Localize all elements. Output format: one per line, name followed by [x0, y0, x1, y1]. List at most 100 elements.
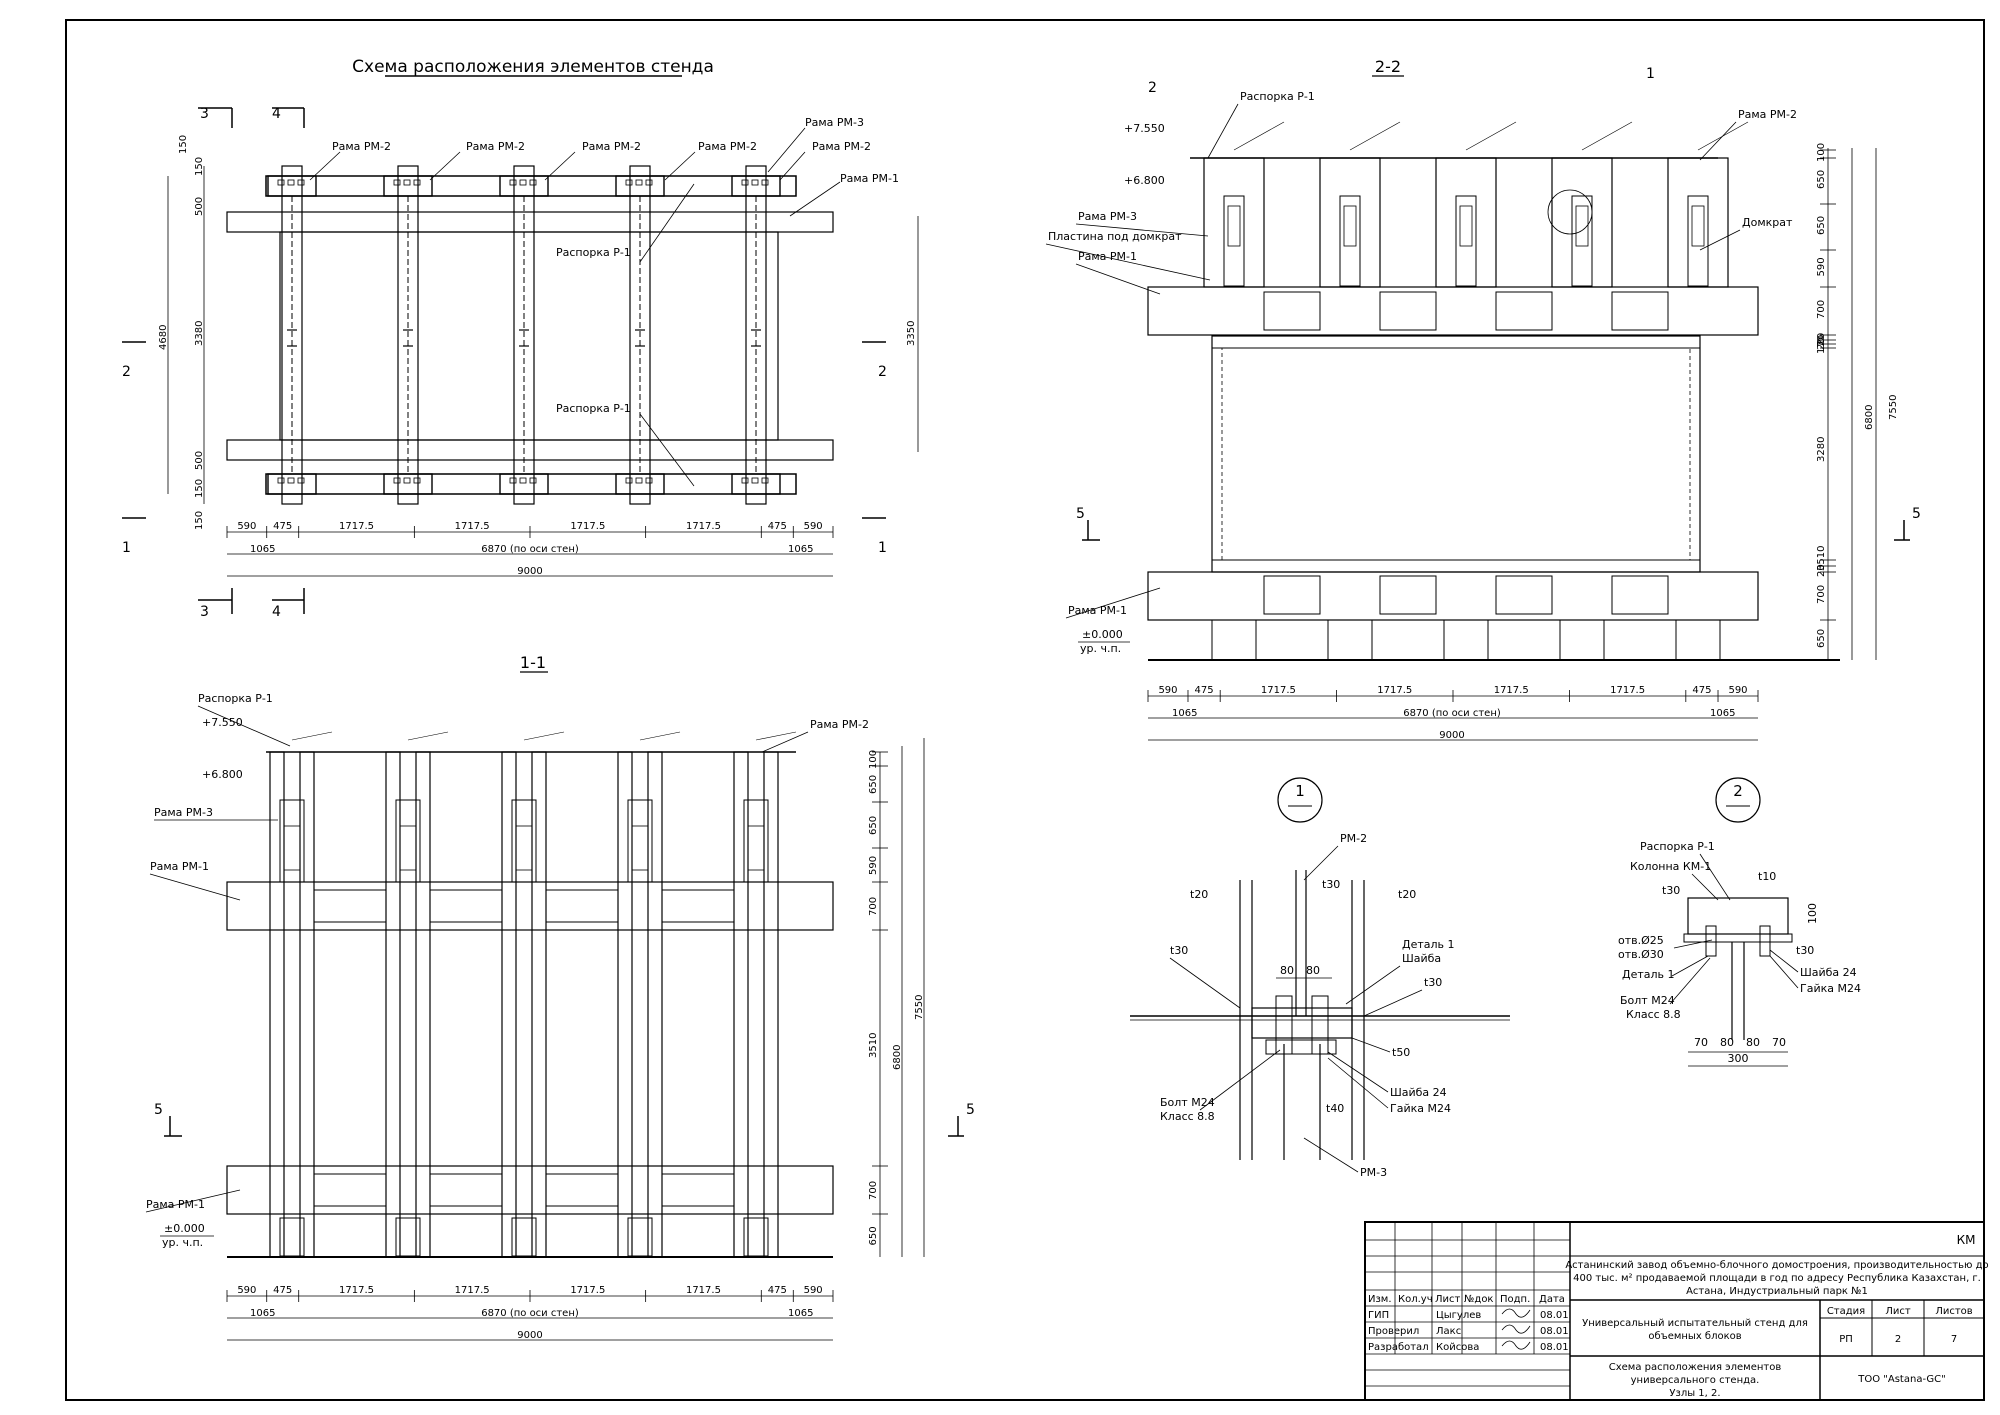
s22-mark-2: 2 [1148, 80, 1157, 96]
s22-label-rm1b: Рама РМ-1 [1068, 604, 1127, 617]
s11-elev-zero: ±0.000 [164, 1222, 205, 1235]
node2-d100: 100 [1806, 903, 1819, 924]
s11-ground: ур. ч.п. [162, 1236, 203, 1249]
node2-d80a: 80 [1720, 1036, 1734, 1049]
s11-dim-1065-left: 1065 [250, 1308, 275, 1319]
plan-bay-4: 1717.5 [455, 521, 490, 532]
sheet-frame [65, 19, 1985, 1401]
s22-mark-5-left: 5 [1076, 506, 1085, 522]
s22-elev-top: +7.550 [1124, 122, 1165, 135]
s11-bay-2: 475 [273, 1285, 292, 1296]
plan-node-plate [383, 473, 433, 495]
section-1-1: 1-1 Распорка Р-1 Рама РМ-2 Рама РМ-3 Рам… [145, 653, 975, 1341]
node2-d70b: 70 [1772, 1036, 1786, 1049]
s11-bay-5: 1717.5 [570, 1285, 605, 1296]
s11-vdim-6800: 6800 [892, 1045, 903, 1070]
stamp-row3-name: Койсова [1436, 1342, 1479, 1353]
s11-column-2 [385, 751, 401, 1258]
node1-klass: Класс 8.8 [1160, 1110, 1215, 1123]
plan-vdim-150a: 150 [178, 135, 189, 154]
s22-vdim-7550: 7550 [1888, 395, 1899, 420]
s22-vdim-12: 700 [1816, 585, 1827, 604]
stamp-row3-role: Разработал [1368, 1342, 1429, 1353]
stamp-sheets: 7 [1951, 1334, 1957, 1345]
s11-bay-4: 1717.5 [455, 1285, 490, 1296]
plan-column-5 [745, 165, 767, 505]
node1-rm2: РМ-2 [1340, 832, 1367, 845]
plan-label-rm2-4: Рама РМ-2 [698, 140, 757, 153]
stamp-sheets-head: Листов [1935, 1306, 1972, 1317]
s22-vdim-9: 3280 [1816, 437, 1827, 462]
node1-t50: t50 [1392, 1046, 1410, 1059]
plan-label-rasp-2: Распорка Р-1 [556, 402, 631, 415]
s11-column-3 [501, 751, 517, 1258]
plan-node-plate [383, 175, 433, 197]
s22-bay-7: 475 [1692, 685, 1711, 696]
s11-dim-axes: 6870 (по оси стен) [481, 1308, 579, 1319]
title-block: Изм. Кол.уч Лист №док Подп. Дата ГИП Цыг… [1364, 1221, 1989, 1401]
stamp-sheet: 2 [1895, 1334, 1901, 1345]
plan-node-plate [615, 473, 665, 495]
plan-label-rm1: Рама РМ-1 [840, 172, 899, 185]
s22-ground: ур. ч.п. [1080, 642, 1121, 655]
s11-base-2 [395, 1217, 421, 1257]
plan-bay-5: 1717.5 [570, 521, 605, 532]
stamp-row3-date: 08.01 [1540, 1342, 1569, 1353]
node2-d80b: 80 [1746, 1036, 1760, 1049]
s11-bay-8: 590 [804, 1285, 823, 1296]
s11-base-3 [511, 1217, 537, 1257]
section-2-2: 2-2 Распорка Р-1 Рама РМ-2 Рама РМ-3 Пла… [1045, 57, 1921, 741]
s22-elev-mid: +6.800 [1124, 174, 1165, 187]
plan-mark-3-bot: 3 [200, 604, 209, 620]
s22-floor-slab [1211, 335, 1701, 349]
s22-base-4 [1559, 619, 1605, 661]
s11-bay-1: 590 [237, 1285, 256, 1296]
s22-column-3 [1435, 157, 1497, 288]
s11-vdim-8: 650 [868, 1226, 879, 1245]
plan-node-plate [731, 175, 781, 197]
s11-column-inner-2 [415, 751, 431, 1258]
node-2-marker [1715, 777, 1761, 823]
plan-bay-1: 590 [237, 521, 256, 532]
s22-jack-4 [1571, 195, 1593, 287]
s22-label-rasp: Распорка Р-1 [1240, 90, 1315, 103]
node1-det: Деталь 1 [1402, 938, 1455, 951]
plan-mark-3-top: 3 [200, 106, 209, 122]
stamp-row2-name: Лакс [1436, 1326, 1461, 1337]
stamp-head-koluch: Кол.уч [1398, 1294, 1433, 1305]
node2-det: Деталь 1 [1622, 968, 1675, 981]
plan-bay-3: 1717.5 [339, 521, 374, 532]
s11-jack-frame-3 [511, 799, 537, 883]
plan-node-plate [499, 175, 549, 197]
s11-dim-1065-right: 1065 [788, 1308, 813, 1319]
node2-kol: Колонна КМ-1 [1630, 860, 1711, 873]
stamp-company-1: Астанинский завод объемно-блочного домос… [1565, 1260, 1988, 1271]
s22-vdim-5: 700 [1816, 300, 1827, 319]
plan-vdim-150c: 150 [194, 479, 205, 498]
node1-gayka: Гайка М24 [1390, 1102, 1451, 1115]
s22-bay-4: 1717.5 [1377, 685, 1412, 696]
s22-ceiling-slab [1211, 559, 1701, 573]
section-1-1-title: 1-1 [520, 653, 546, 672]
node1-t30a: t30 [1322, 878, 1340, 891]
s11-jack-frame-5 [743, 799, 769, 883]
s11-label-rm2: Рама РМ-2 [810, 718, 869, 731]
s22-mark-1: 1 [1646, 66, 1655, 82]
plan-bay-6: 1717.5 [686, 521, 721, 532]
s22-vdim-8: 170 [1816, 335, 1827, 354]
plan-dim-total: 9000 [517, 566, 542, 577]
s11-bay-3: 1717.5 [339, 1285, 374, 1296]
s22-bay-8: 590 [1728, 685, 1747, 696]
plan-label-rm2-2: Рама РМ-2 [466, 140, 525, 153]
plan-label-rm2-5: Рама РМ-2 [812, 140, 871, 153]
plan-vdim-500b: 500 [194, 451, 205, 470]
stamp-head-data: Дата [1539, 1294, 1565, 1305]
plan-mark-2-right: 2 [878, 364, 887, 380]
s11-column-5 [733, 751, 749, 1258]
node2-rasp: Распорка Р-1 [1640, 840, 1715, 853]
s22-vdim-11: 20 [1816, 564, 1827, 577]
node2-otv30: отв.Ø30 [1618, 948, 1664, 961]
plan-node-plate [499, 473, 549, 495]
s22-label-rm1a: Рама РМ-1 [1078, 250, 1137, 263]
stamp-stage-head: Стадия [1827, 1306, 1865, 1317]
